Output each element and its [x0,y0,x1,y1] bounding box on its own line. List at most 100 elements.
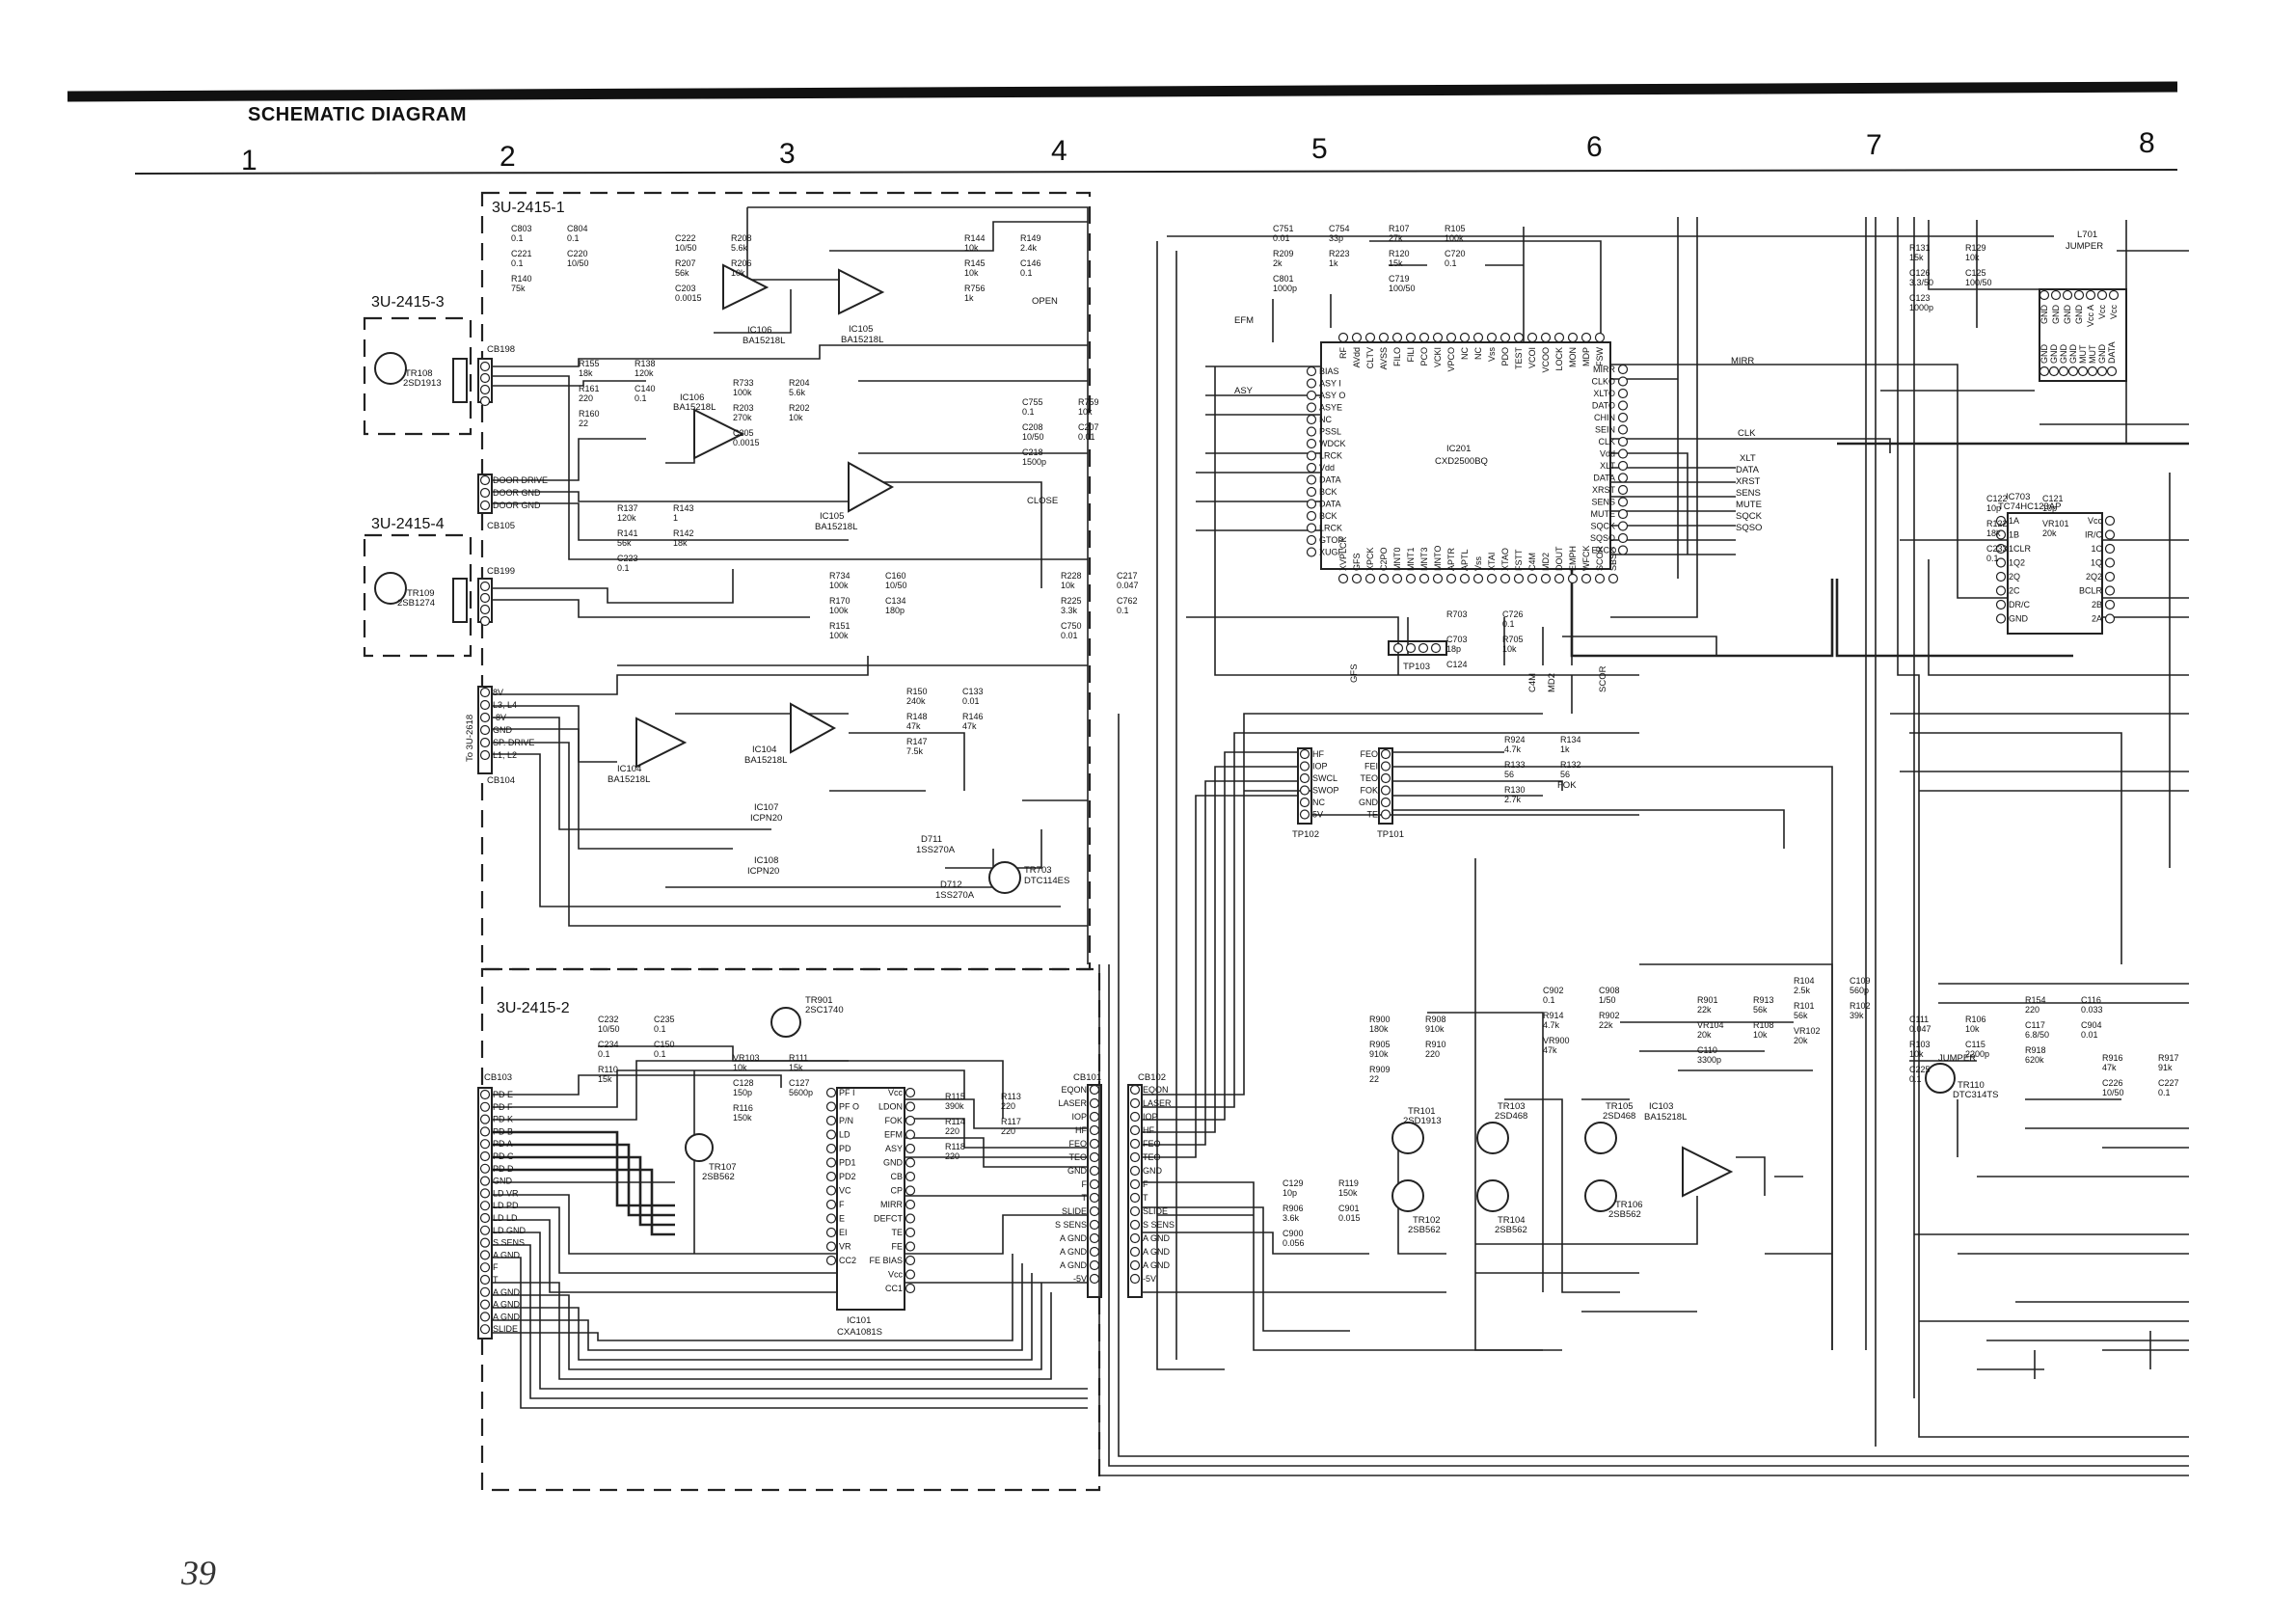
ic101-right-pin [905,1283,916,1294]
component-value: 18k [579,368,593,378]
component-ref: C801 [1273,274,1294,284]
net-label: XRST [1736,476,1761,487]
net-label: ASY [1234,386,1254,396]
ic703-left-pin [1995,529,2007,540]
ic101-left-pin-label: F [839,1200,845,1209]
net-label: JUMPER [1938,1053,1976,1064]
ic201-right-pin [1617,460,1629,472]
component-value: 0.1 [1117,606,1129,615]
component-value: 2.5k [1794,986,1811,995]
component-value: 0.1 [1445,258,1457,268]
ic7xx-top-pin [2085,289,2096,301]
cn101-pin-label: FEO [1068,1139,1087,1149]
cn102-pin-label: HF [1143,1125,1154,1135]
ic201-right-pin [1617,364,1629,375]
cn104-pin [479,749,491,761]
cn101-pin-label: A GND [1060,1233,1088,1243]
ic201-right-pin [1617,448,1629,459]
cn103-pin [479,1237,491,1248]
component-ref: C129 [1283,1178,1304,1188]
ic201-right-pin-label: CLKO [1591,377,1615,387]
ic7xx-left-pin-label: GND [2039,344,2049,365]
block-outline-3u-2415-1 [480,191,1092,971]
ic101-left-pin [825,1157,837,1168]
ic703-right-pin [2104,599,2116,610]
ic201-left-pin [1306,390,1317,401]
cn103-pin [479,1126,491,1137]
ic101-left-pin-label: LD [839,1130,851,1140]
component-value: 1500p [1022,457,1046,467]
transistor-ref: TR105 [1606,1101,1634,1112]
ic201-bottom-pin [1540,573,1552,584]
component-value: 220 [1001,1126,1015,1136]
ic703-left-pin [1995,557,2007,568]
ic201-left-pin [1306,378,1317,389]
cn101-pin [1089,1192,1100,1204]
component-ref: R759 [1078,397,1099,407]
ic201-bottom-pin-label: Vss [1473,555,1483,571]
component-value: 47k [1543,1045,1557,1055]
component-value: 0.056 [1283,1238,1305,1248]
cn199-pin [479,592,491,604]
component-ref: R111 [789,1053,808,1063]
component-ref: C754 [1329,224,1350,233]
cn105-pin [479,474,491,486]
ic101-left-pin [825,1255,837,1266]
ic101-right-pin-label: Vcc [888,1088,904,1097]
cn198-pin [479,372,491,384]
ic201-bottom-pin [1337,573,1349,584]
component-ref: R916 [2102,1053,2123,1063]
component-ref: R155 [579,359,600,368]
cn103-pin [479,1274,491,1286]
transistor-part: 2SB562 [1608,1209,1641,1220]
component-ref: R101 [1794,1001,1815,1011]
net-label: FOK [1557,780,1577,791]
tp103-pin [1418,642,1429,654]
column-number: 3 [779,138,796,170]
ic201-top-pin [1553,332,1565,343]
ic7xx-body [2039,288,2127,382]
ic101-part: CXA1081S [837,1327,882,1338]
component-ref: R149 [1020,233,1041,243]
ic101-left-pin-label: P/N [839,1116,853,1125]
cn104-pin [479,687,491,698]
component-value: 56k [675,268,689,278]
cn199-pin [479,615,491,627]
ic201-top-pin [1472,332,1484,343]
cn102-pin-label: FEO [1143,1139,1161,1149]
component-value: 10/50 [598,1024,620,1034]
component-value: 2.4k [1020,243,1038,253]
component-value: 910k [1425,1024,1445,1034]
component-ref: C115 [1965,1040,1985,1049]
cn103-pin [479,1201,491,1211]
cn103-pin [479,1225,491,1235]
component-value: 180p [885,606,905,615]
cn102-pin [1129,1273,1141,1285]
transistor-ref: TR108 [405,368,433,379]
ic201-top-pin-label: AVSS [1379,347,1389,369]
net-label: MIRR [1731,356,1754,366]
ic7xx-left-pin-label: DATA [2107,341,2117,364]
component-ref: R900 [1369,1015,1391,1024]
component-ref: C133 [962,687,984,696]
component-ref: R117 [1001,1117,1021,1126]
ic201-top-pin [1580,332,1592,343]
ic201-left-pin-label: LRCK [1319,524,1342,533]
ic201-left-pin [1306,534,1317,546]
cn102-pin-label: -5V [1143,1274,1156,1284]
ic201-bottom-pin-label: XTAI [1487,553,1497,571]
component-value: 10k [733,1063,747,1072]
component-ref: R705 [1502,635,1524,644]
component-ref: R910 [1425,1040,1446,1049]
component-ref: C233 [1986,544,2008,554]
component-value: 2k [1273,258,1283,268]
ic101-left-pin [825,1129,837,1140]
net-label: D711 [921,834,942,845]
tp101-pin [1380,772,1391,784]
ic703-right-pin-label: 2A [2092,614,2102,624]
ic201-top-pin [1594,332,1606,343]
net-labels: EFM ASY OPEN CLOSE MIRR CLK XLT DATA XRS… [465,230,2103,1083]
ic703-left-pin-label: 1Q2 [2009,558,2025,568]
ic7xx-left-pin-label: GND [2068,344,2078,365]
